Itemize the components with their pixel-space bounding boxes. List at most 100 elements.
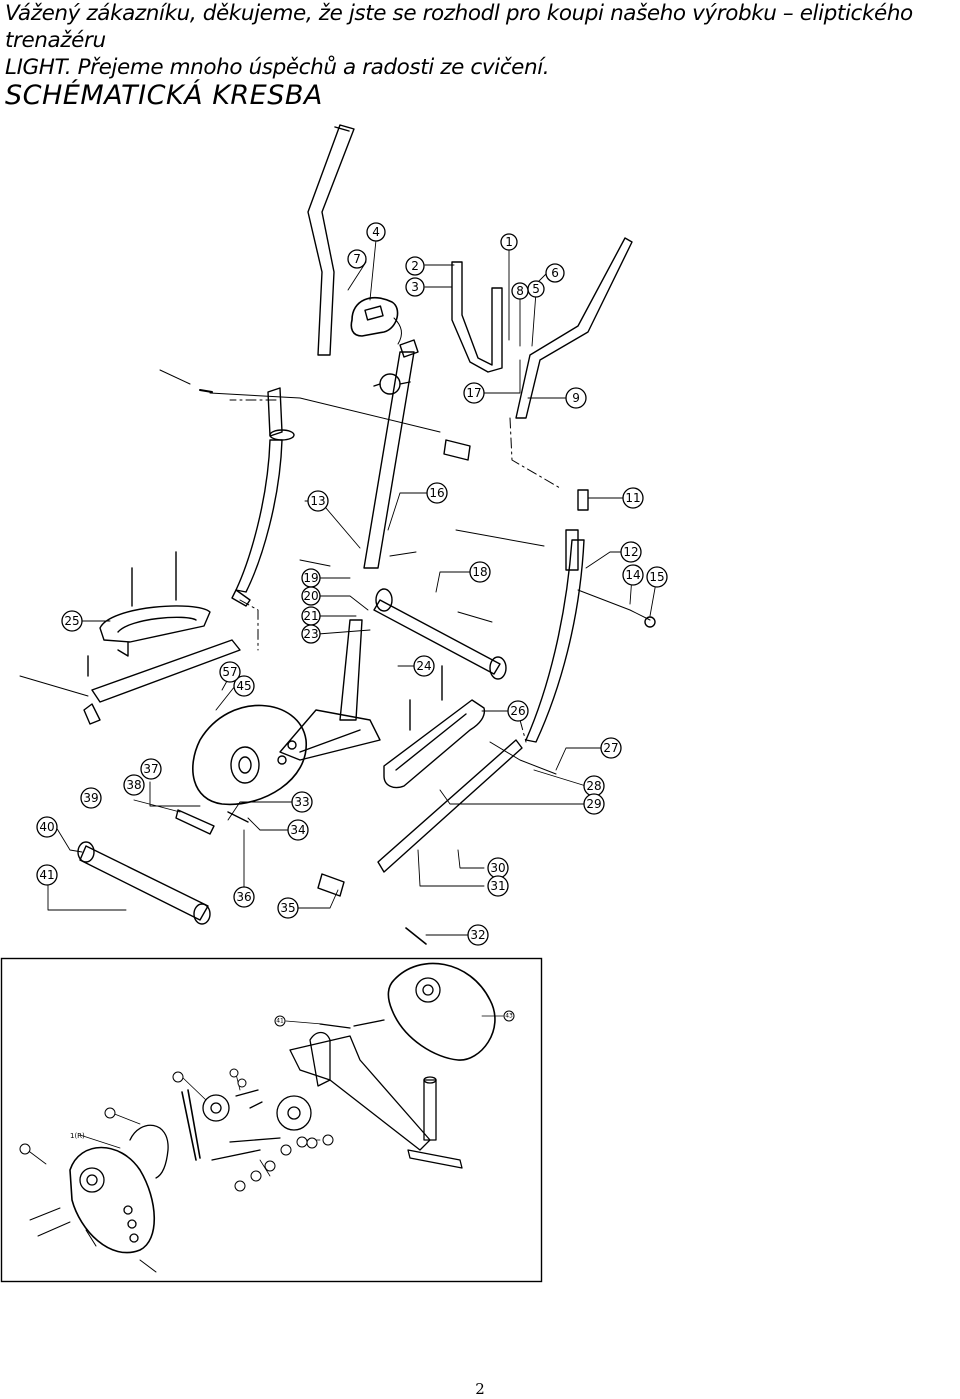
svg-text:43: 43	[505, 1013, 513, 1020]
callout-19: 19	[301, 568, 321, 588]
callout-7: 7	[347, 249, 367, 269]
detail-callout-1r: 1(R)	[70, 1132, 85, 1140]
console	[350, 296, 399, 337]
svg-text:29: 29	[586, 797, 601, 811]
callout-29: 29	[583, 793, 605, 815]
svg-text:12: 12	[623, 545, 638, 559]
callout-23: 23	[301, 624, 321, 644]
svg-text:23: 23	[303, 627, 318, 641]
callout-25: 25	[61, 610, 83, 632]
detail-callout-top: 41	[274, 1015, 286, 1027]
svg-text:6: 6	[551, 266, 559, 280]
svg-text:28: 28	[586, 779, 601, 793]
main-frame	[339, 619, 363, 721]
callout-16: 16	[426, 482, 448, 504]
detail-inset-frame	[0, 957, 543, 1283]
right-pedal-arm	[377, 739, 523, 873]
svg-text:20: 20	[303, 589, 318, 603]
svg-text:19: 19	[303, 571, 318, 585]
svg-text:7: 7	[353, 252, 361, 266]
svg-text:33: 33	[294, 795, 309, 809]
left-arm	[235, 439, 283, 593]
left-pedal	[99, 605, 211, 643]
svg-text:41: 41	[39, 868, 54, 882]
svg-text:41: 41	[276, 1018, 284, 1025]
callout-30: 30	[487, 857, 509, 879]
intro-text: Vážený zákazníku, děkujeme, že jste se r…	[5, 0, 960, 81]
intro-line-2: LIGHT. Přejeme mnoho úspěchů a radosti z…	[5, 55, 550, 80]
callout-35: 35	[277, 897, 299, 919]
left-cover	[69, 1146, 156, 1254]
callout-37: 37	[140, 758, 162, 780]
left-pedal-arm	[91, 639, 241, 703]
callout-57: 57	[219, 661, 241, 683]
svg-text:16: 16	[429, 486, 444, 500]
svg-text:26: 26	[510, 704, 525, 718]
callout-32: 32	[467, 924, 489, 946]
main-drawing	[19, 124, 658, 945]
left-pivot-upper	[267, 387, 283, 437]
callout-6: 6	[545, 263, 565, 283]
intro-line-1: Vážený zákazníku, děkujeme, že jste se r…	[5, 1, 913, 53]
right-arm	[525, 539, 585, 743]
svg-text:25: 25	[64, 614, 79, 628]
handlebar-mount	[451, 261, 503, 373]
svg-text:30: 30	[490, 861, 505, 875]
rear-stabilizer	[79, 845, 209, 921]
svg-text:4: 4	[372, 225, 380, 239]
svg-text:5: 5	[532, 282, 540, 296]
front-stabilizer	[373, 599, 501, 675]
callout-21: 21	[301, 606, 321, 626]
callout-33: 33	[291, 791, 313, 813]
svg-text:2: 2	[411, 259, 419, 273]
callout-40: 40	[36, 816, 58, 838]
svg-text:13: 13	[310, 494, 325, 508]
svg-text:40: 40	[39, 820, 54, 834]
flywheel-disc	[276, 1095, 312, 1131]
svg-text:57: 57	[222, 665, 237, 679]
callout-39: 39	[80, 787, 102, 809]
callout-2: 2	[405, 256, 425, 276]
callout-38: 38	[123, 774, 145, 796]
svg-text:32: 32	[470, 928, 485, 942]
svg-text:36: 36	[236, 890, 251, 904]
svg-text:24: 24	[416, 659, 431, 673]
callout-36: 36	[233, 886, 255, 908]
svg-text:1: 1	[505, 235, 513, 249]
callout-18: 18	[469, 561, 491, 583]
svg-text:35: 35	[280, 901, 295, 915]
callout-4: 4	[366, 222, 386, 242]
right-cover	[387, 962, 496, 1061]
svg-text:17: 17	[466, 386, 481, 400]
pulley	[202, 1094, 230, 1122]
callout-20: 20	[301, 586, 321, 606]
main-mast	[363, 351, 415, 569]
svg-text:38: 38	[126, 778, 141, 792]
svg-text:9: 9	[572, 391, 580, 405]
svg-text:34: 34	[290, 823, 305, 837]
callout-5: 5	[527, 280, 545, 298]
right-pedal	[383, 699, 486, 789]
svg-text:31: 31	[490, 879, 505, 893]
callout-45: 45	[233, 675, 255, 697]
svg-text:45: 45	[236, 679, 251, 693]
callout-31: 31	[487, 875, 509, 897]
svg-text:27: 27	[603, 741, 618, 755]
callout-14: 14	[622, 564, 644, 586]
callout-41: 41	[36, 864, 58, 886]
frame-base	[289, 1035, 431, 1151]
svg-text:14: 14	[625, 568, 640, 582]
svg-text:3: 3	[411, 280, 419, 294]
callout-3: 3	[405, 277, 425, 297]
callout-11: 11	[622, 487, 644, 509]
drive-belt	[129, 1124, 169, 1179]
svg-text:8: 8	[516, 284, 524, 298]
page-number: 2	[475, 1380, 485, 1398]
detail-drawing	[25, 962, 504, 1273]
callout-15: 15	[646, 566, 668, 588]
callout-1: 1	[500, 233, 518, 251]
svg-text:21: 21	[303, 609, 318, 623]
callout-27: 27	[600, 737, 622, 759]
svg-text:18: 18	[472, 565, 487, 579]
